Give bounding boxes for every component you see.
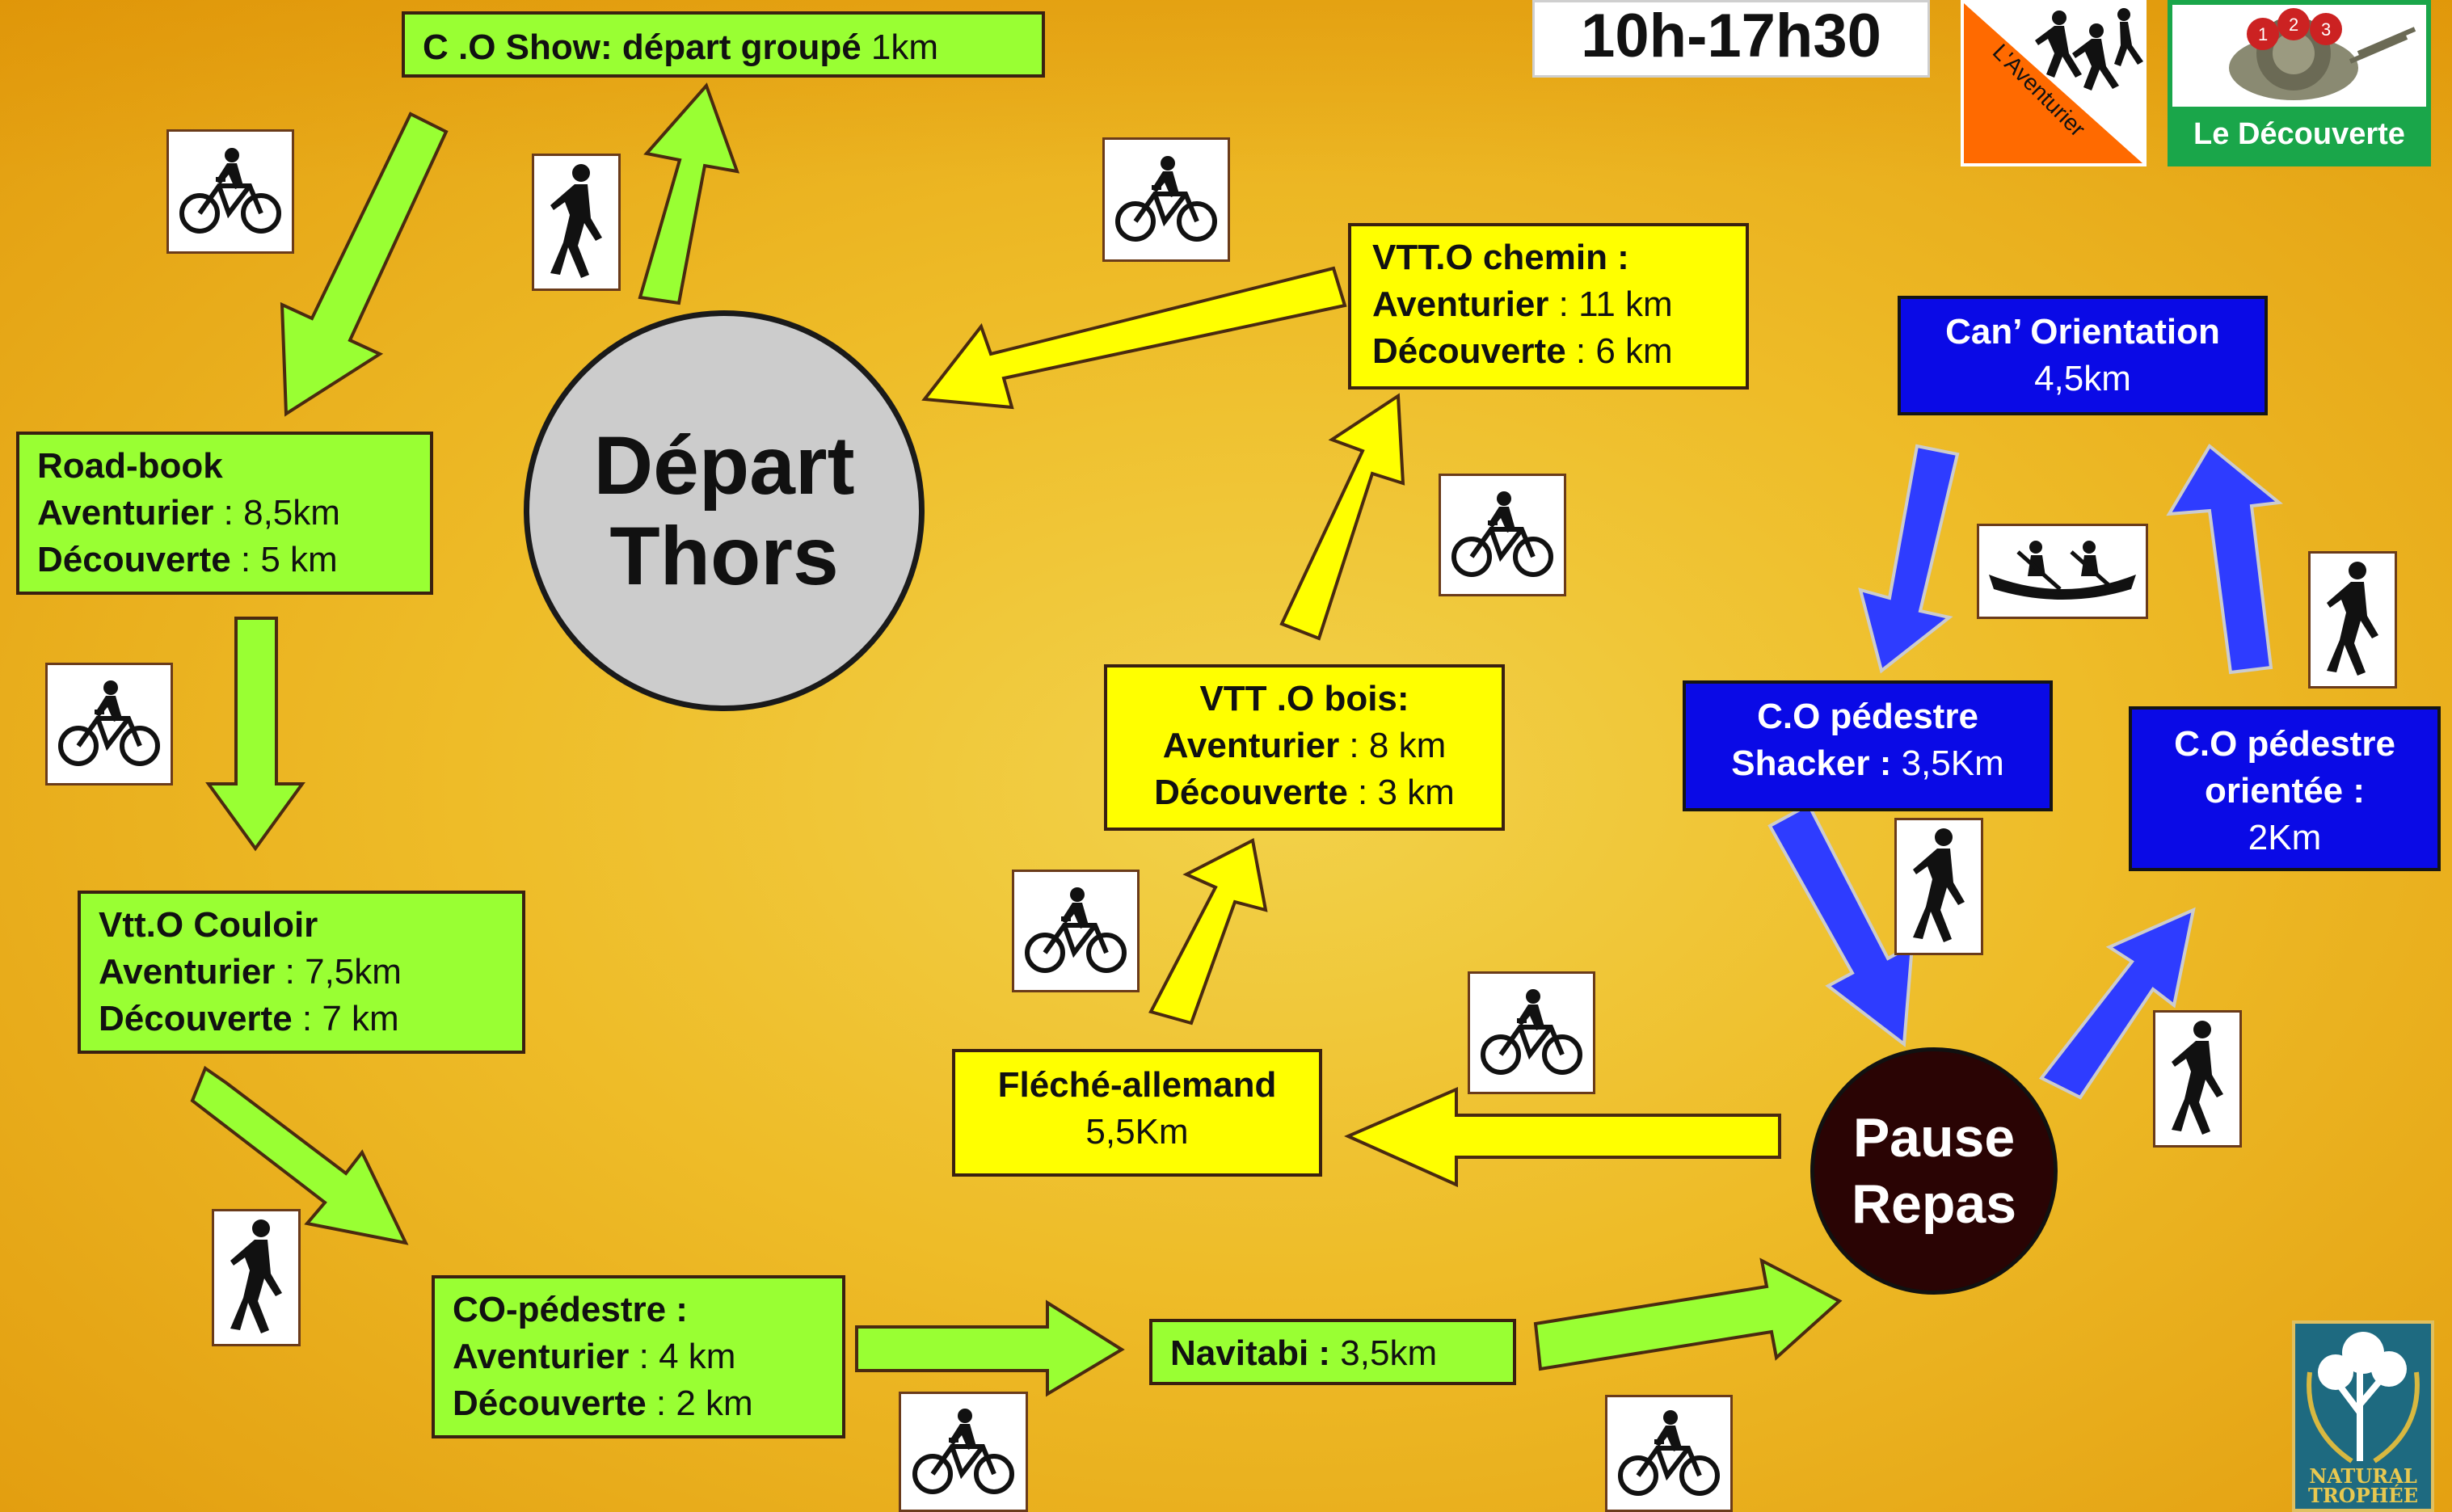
vtt-couloir-decouverte-label: Découverte: [99, 999, 293, 1038]
co-shacker-distance: 3,5Km: [1891, 743, 2004, 783]
road-book-decouverte-value: : 5 km: [230, 540, 338, 579]
svg-text:2: 2: [2289, 15, 2298, 35]
runner-icon: [2153, 1010, 2242, 1148]
arrow-fleche-to-vttbois: [1148, 837, 1268, 1026]
road-book-aventurier-label: Aventurier: [37, 493, 214, 533]
vtt-couloir-title: Vtt.O Couloir: [99, 905, 318, 945]
co-pedestre-decouverte-value: : 2 km: [646, 1384, 753, 1423]
vtt-bois-aventurier-value: : 8 km: [1339, 726, 1447, 765]
vtt-chemin-decouverte-value: : 6 km: [1565, 331, 1673, 371]
bike-icon: [1012, 870, 1140, 992]
arrow-orientee-to-can: [2166, 443, 2283, 675]
co-orientee-box: C.O pédestre orientée : 2Km: [2129, 706, 2441, 871]
navitabi-title: Navitabi :: [1170, 1333, 1331, 1373]
vtt-bois-title: VTT .O bois:: [1199, 679, 1409, 718]
co-shacker-box: C.O pédestre Shacker : 3,5Km: [1683, 680, 2053, 811]
co-shacker-label: Shacker :: [1731, 743, 1892, 783]
can-orientation-distance: 4,5km: [2034, 359, 2131, 398]
tree-icon: [2307, 1332, 2420, 1464]
road-book-box: Road-book Aventurier : 8,5km Découverte …: [16, 432, 433, 595]
co-show-distance: 1km: [861, 27, 939, 67]
road-book-title: Road-book: [37, 446, 223, 486]
bike-icon: [1605, 1395, 1733, 1512]
fleche-allemand-title: Fléché-allemand: [997, 1065, 1277, 1105]
co-orientee-distance: 2Km: [2248, 818, 2322, 857]
navitabi-box: Navitabi : 3,5km: [1149, 1319, 1516, 1385]
vtt-chemin-aventurier-value: : 11 km: [1548, 284, 1673, 324]
arrow-pause-to-orientee: [2038, 907, 2196, 1100]
co-pedestre-aventurier-value: : 4 km: [629, 1337, 736, 1376]
arrow-pause-to-fleche: [1344, 1086, 1781, 1188]
runner-icon: [212, 1209, 301, 1346]
fleche-allemand-box: Fléché-allemand 5,5Km: [952, 1049, 1322, 1177]
arrow-vttchemin-to-depart: [921, 266, 1347, 410]
vtt-chemin-box: VTT.O chemin : Aventurier : 11 km Découv…: [1348, 223, 1749, 390]
snail-icon: 1 2 3: [2172, 8, 2426, 162]
canoe-icon: [1977, 524, 2148, 619]
svg-text:3: 3: [2321, 19, 2331, 40]
vtt-bois-decouverte-label: Découverte: [1154, 773, 1348, 812]
co-show-box: C .O Show: départ groupé 1km: [402, 11, 1045, 78]
vtt-chemin-decouverte-label: Découverte: [1372, 331, 1566, 371]
runner-icon: [532, 154, 621, 291]
road-book-decouverte-label: Découverte: [37, 540, 231, 579]
schedule-time: 10h-17h30: [1532, 0, 1930, 78]
aventurier-logo-icon: L'Aventurier: [1964, 3, 2143, 163]
arrow-couloir-to-copedestre: [190, 1065, 409, 1245]
arrow-show-to-roadbook: [280, 112, 449, 417]
svg-text:1: 1: [2258, 24, 2268, 44]
co-pedestre-aventurier-label: Aventurier: [453, 1337, 630, 1376]
vtt-couloir-aventurier-value: : 7,5km: [275, 952, 402, 992]
bike-icon: [899, 1392, 1028, 1512]
arrow-shacker-to-pause: [1767, 802, 1915, 1047]
co-shacker-title: C.O pédestre: [1757, 697, 1978, 736]
vtt-couloir-aventurier-label: Aventurier: [99, 952, 276, 992]
thors-label: Thors: [609, 510, 839, 602]
arrow-copedestre-to-navitabi: [855, 1299, 1125, 1397]
vtt-chemin-title: VTT.O chemin :: [1372, 238, 1629, 277]
co-orientee-line2: orientée :: [2204, 771, 2366, 811]
bike-icon: [166, 129, 294, 254]
repas-label: Repas: [1851, 1173, 2017, 1235]
bike-icon: [1468, 971, 1595, 1094]
natural-trophee-text: NATURAL TROPHÉE: [2307, 1464, 2419, 1507]
co-show-title: C .O Show: départ groupé: [423, 27, 862, 67]
vtt-bois-decouverte-value: : 3 km: [1347, 773, 1455, 812]
road-book-aventurier-value: : 8,5km: [213, 493, 340, 533]
vtt-bois-aventurier-label: Aventurier: [1162, 726, 1340, 765]
can-orientation-box: Can’ Orientation 4,5km: [1898, 296, 2268, 415]
vtt-couloir-box: Vtt.O Couloir Aventurier : 7,5km Découve…: [78, 891, 525, 1054]
logo-aventurier: L'Aventurier: [1961, 0, 2147, 166]
fleche-allemand-distance: 5,5Km: [1085, 1112, 1189, 1152]
logo-decouverte: 1 2 3 Le Découverte: [2168, 0, 2431, 166]
co-orientee-title: C.O pédestre: [2174, 724, 2395, 764]
co-pedestre-title: CO-pédestre :: [453, 1290, 688, 1329]
bike-icon: [45, 663, 173, 785]
vtt-bois-box: VTT .O bois: Aventurier : 8 km Découvert…: [1104, 664, 1505, 831]
runner-icon: [1894, 818, 1983, 955]
arrow-can-to-shacker: [1858, 444, 1960, 674]
can-orientation-title: Can’ Orientation: [1945, 312, 2220, 352]
natural-trophee-logo: NATURAL TROPHÉE: [2292, 1320, 2434, 1512]
bike-icon: [1102, 137, 1230, 262]
pause-repas-circle: Pause Repas: [1810, 1047, 2058, 1295]
bike-icon: [1439, 474, 1566, 596]
depart-label: Départ: [593, 419, 855, 512]
pause-label: Pause: [1852, 1107, 2016, 1169]
vtt-chemin-aventurier-label: Aventurier: [1372, 284, 1549, 324]
co-pedestre-box: CO-pédestre : Aventurier : 4 km Découver…: [432, 1275, 845, 1438]
arrow-vttbois-to-vttchemin: [1279, 393, 1405, 641]
arrow-roadbook-to-couloir: [205, 617, 305, 852]
arrow-navitabi-to-pause: [1533, 1257, 1843, 1371]
decouverte-logo-text: Le Découverte: [2193, 117, 2405, 151]
runner-icon: [2308, 551, 2397, 689]
navitabi-distance: 3,5km: [1330, 1333, 1438, 1373]
vtt-couloir-decouverte-value: : 7 km: [292, 999, 399, 1038]
depart-thors-circle: Départ Thors: [524, 310, 925, 711]
co-pedestre-decouverte-label: Découverte: [453, 1384, 647, 1423]
arrow-depart-to-show: [638, 82, 740, 305]
